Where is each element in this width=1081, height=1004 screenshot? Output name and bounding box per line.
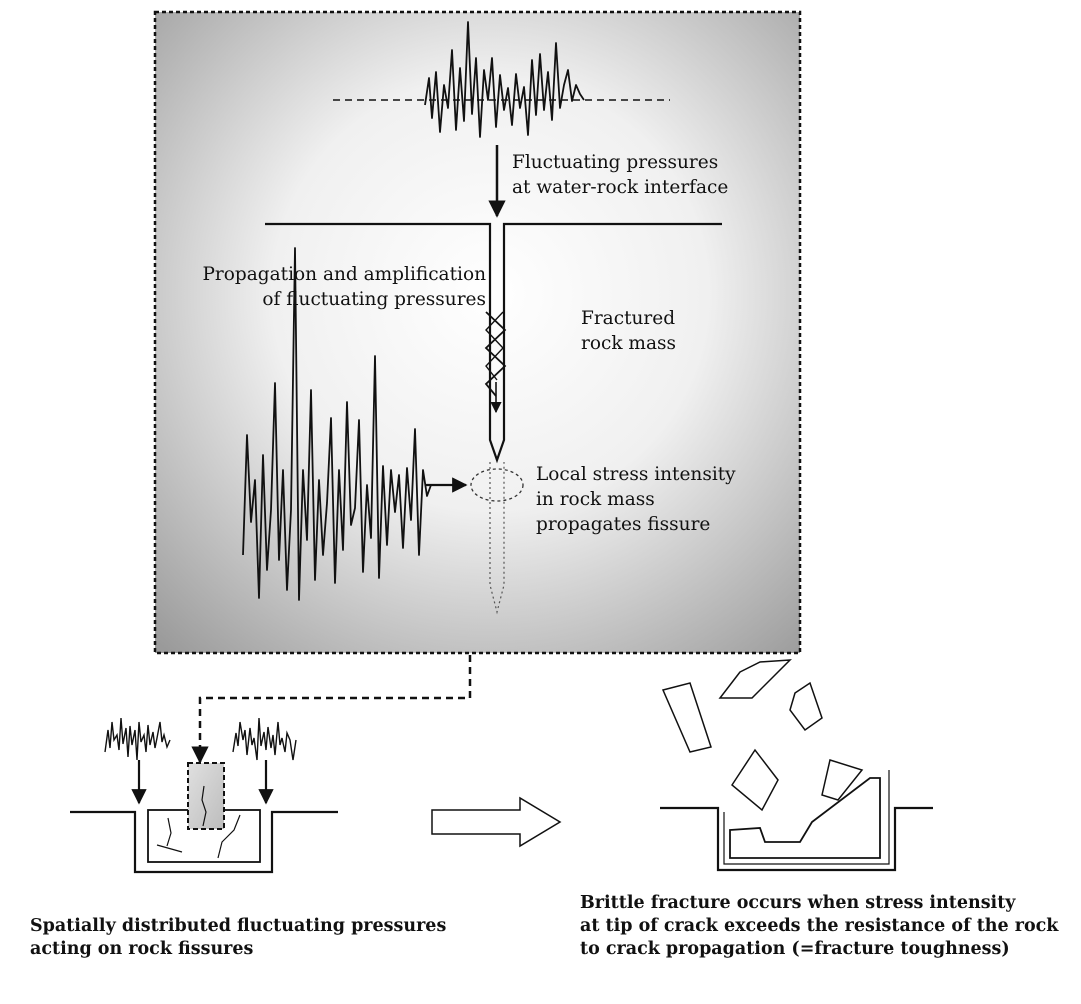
fissure-2: [201, 785, 207, 827]
water-rock-interface: [265, 222, 722, 464]
zoom-connector: [191, 655, 472, 764]
scour-inner-edge: [723, 770, 890, 865]
crack-amplified-wave-2: [485, 311, 504, 381]
stress-zone-ellipse: [470, 468, 524, 502]
process-arrow: [431, 796, 562, 848]
scour-inner-block: [729, 777, 881, 859]
rock-fragment-3: [789, 681, 823, 732]
label-fractured-rock: Fractured rock mass: [581, 308, 676, 354]
label-fluctuating-interface: Fluctuating pressures at water-rock inte…: [512, 152, 729, 198]
detail-panel-background: [153, 10, 802, 655]
label-local-stress: Local stress intensity in rock mass prop…: [536, 464, 736, 535]
zoom-box: [187, 762, 225, 830]
label-spatially-distributed: Spatially distributed fluctuating pressu…: [30, 916, 447, 959]
label-brittle-fracture: Brittle fracture occurs when stress inte…: [580, 893, 1059, 959]
fissured-rock-figure: [70, 717, 338, 874]
rock-fragment-5: [821, 759, 864, 801]
right-noise-signal: [232, 717, 297, 761]
rock-fragment-1: [661, 682, 712, 753]
fissure-4: [156, 844, 183, 853]
label-propagation: Propagation and amplification of fluctua…: [202, 264, 486, 310]
interface-pressure-signal: [424, 21, 585, 138]
rock-fragment-2: [718, 659, 792, 699]
amplified-pressure-signal: [242, 247, 432, 601]
fissure-3: [217, 814, 241, 859]
ejected-blocks-figure: [660, 659, 933, 872]
riverbed-scour: [660, 806, 933, 872]
left-noise-signal: [104, 717, 171, 761]
riverbed-outer: [70, 810, 338, 874]
future-crack-path: [489, 462, 505, 615]
crack-amplified-wave: [484, 311, 507, 397]
detail-panel: [153, 10, 802, 655]
fissure-1: [166, 817, 172, 847]
rock-fragment-4: [731, 748, 779, 812]
